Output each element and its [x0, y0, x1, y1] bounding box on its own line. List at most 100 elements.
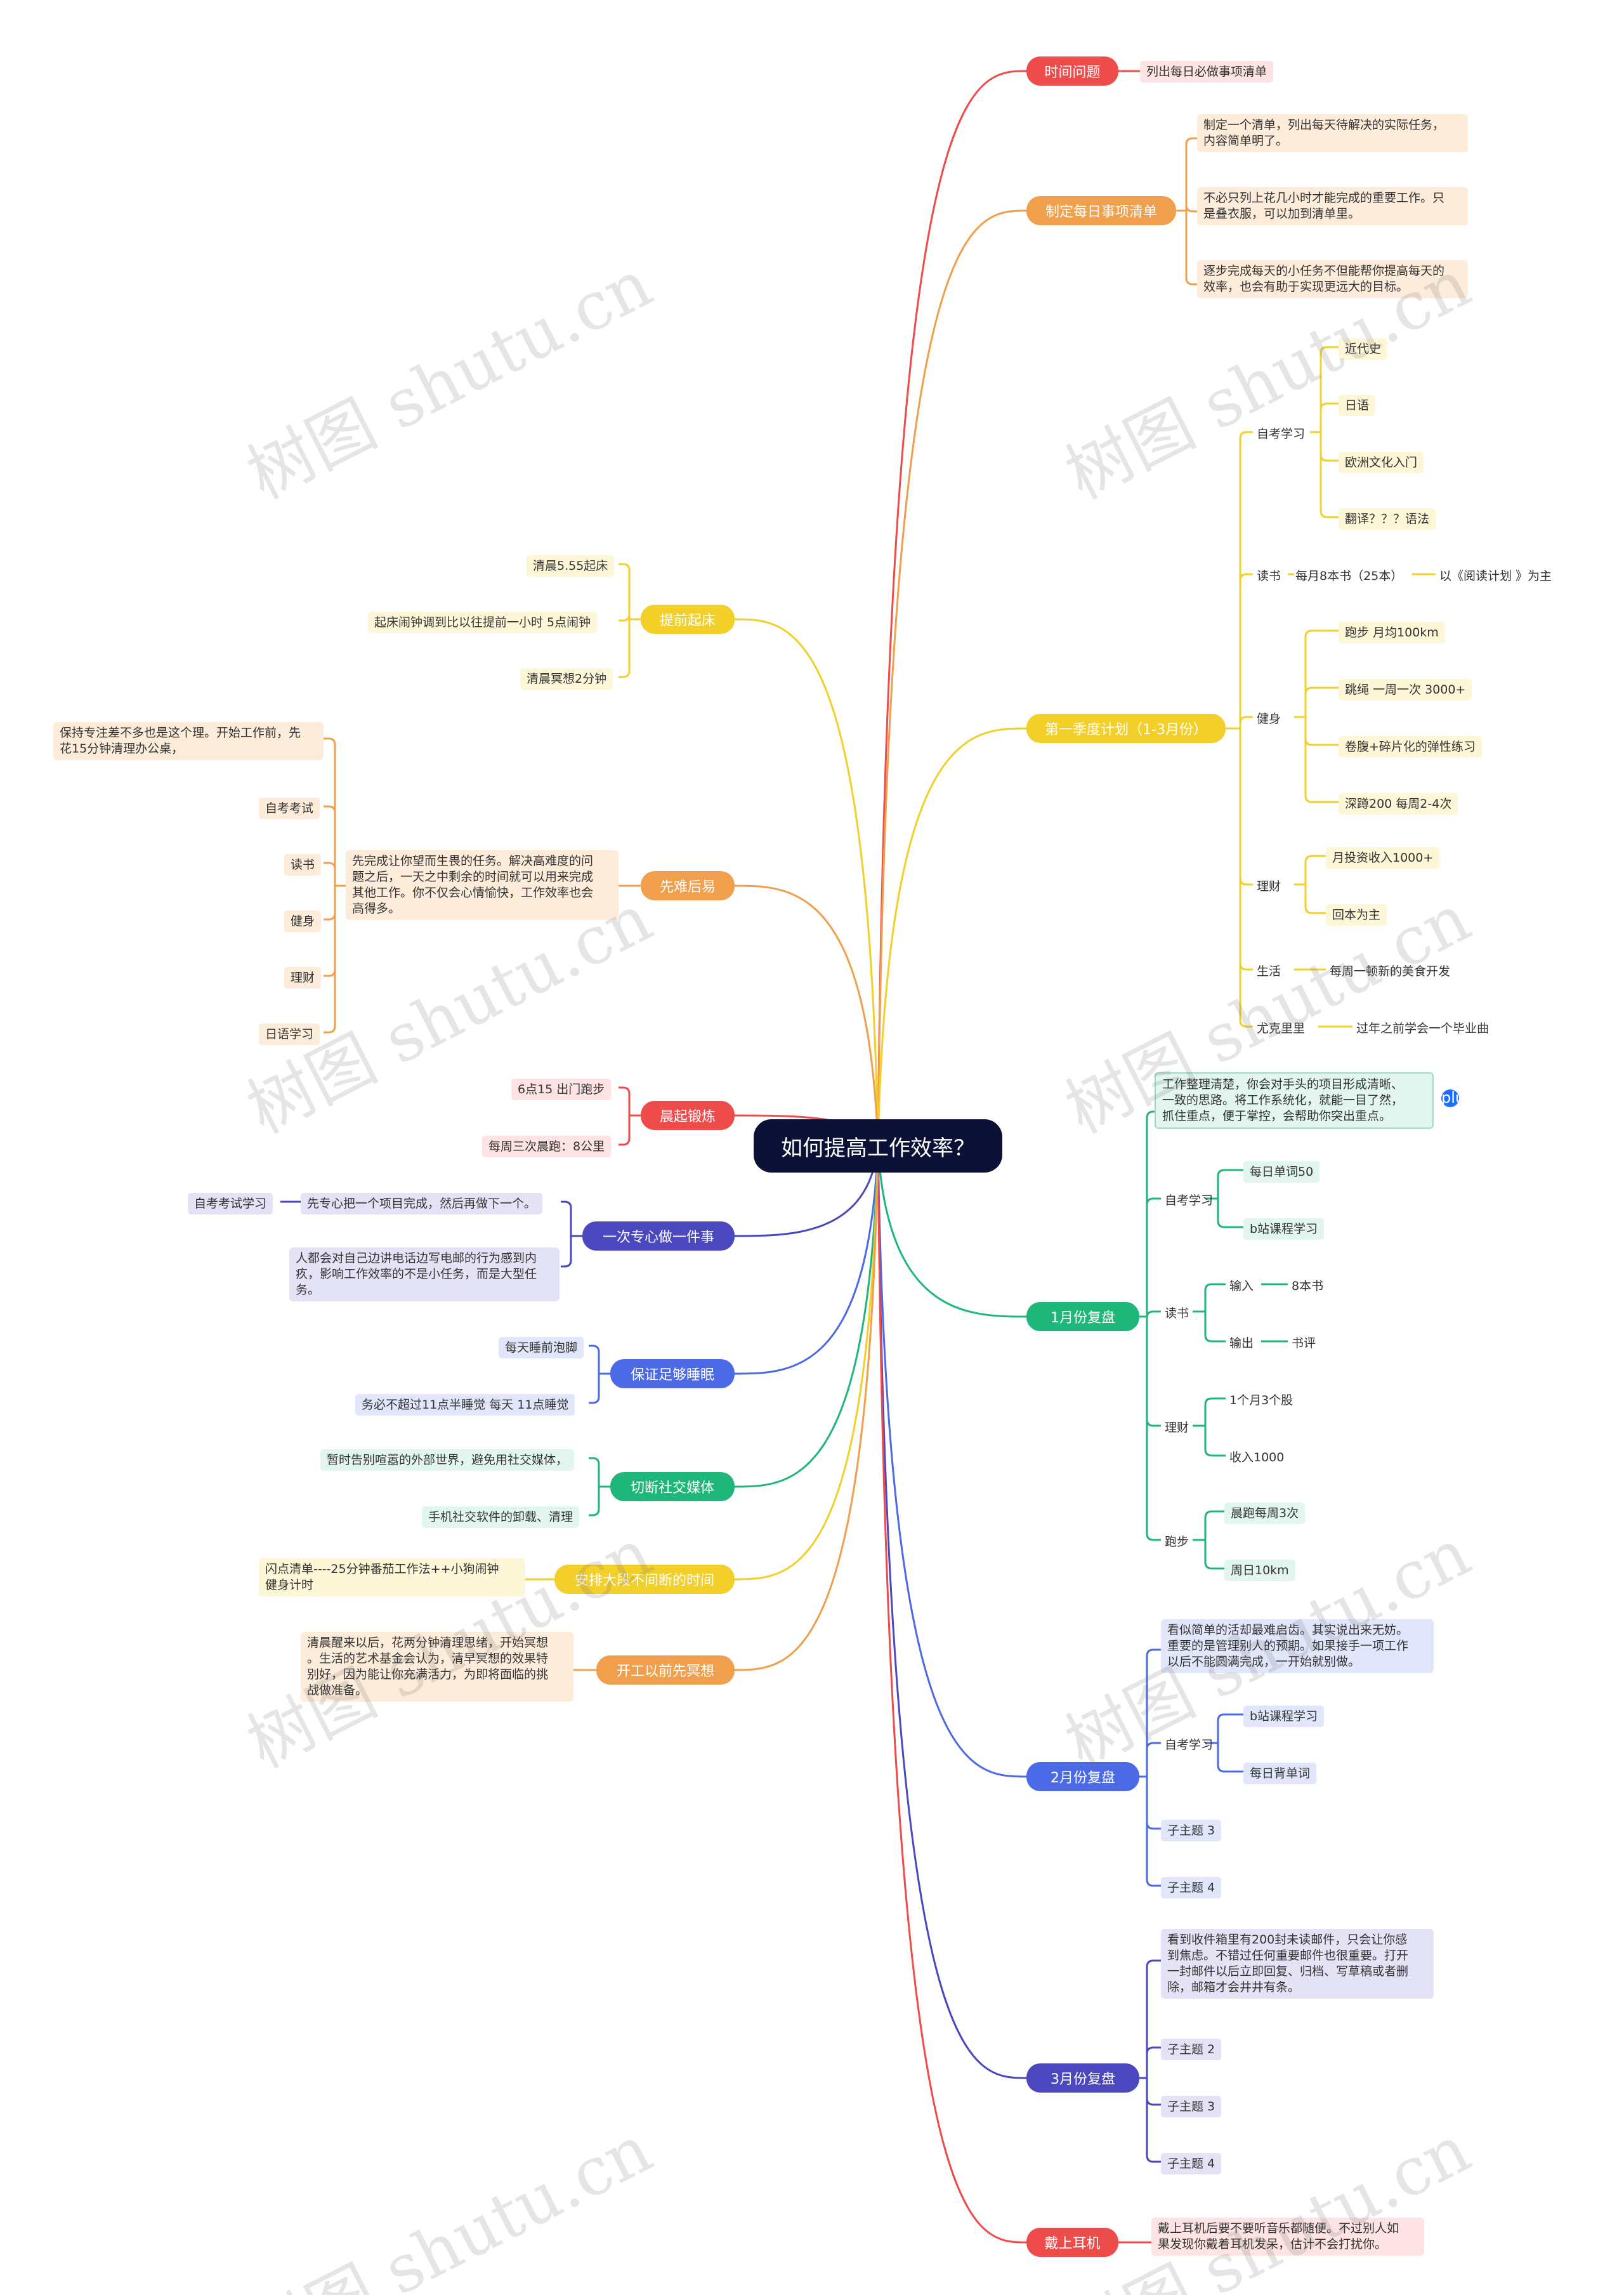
- branch-morning-exercise[interactable]: 晨起锻炼: [641, 1101, 735, 1130]
- branch-daily-list[interactable]: 制定每日事项清单: [1026, 196, 1176, 225]
- link-hard-first-items: [324, 1025, 336, 1034]
- expand-plus-icon[interactable]: plus-icon: [1441, 1089, 1479, 1124]
- feb-study-item-2[interactable]: 每日背单词: [1243, 1763, 1317, 1784]
- jan-running[interactable]: 跑步: [1165, 1535, 1189, 1549]
- link-mar-children: [1146, 2098, 1161, 2106]
- early-item-3[interactable]: 清晨冥想2分钟: [520, 668, 613, 690]
- q1-study-item-2[interactable]: 日语: [1339, 395, 1376, 416]
- hard-first-item-5[interactable]: 日语学习: [259, 1023, 320, 1045]
- jan-self-study[interactable]: 自考学习: [1165, 1194, 1214, 1207]
- social-item-2[interactable]: 手机社交软件的卸载、清理: [422, 1506, 580, 1528]
- q1-finance-item-1[interactable]: 月投资收入1000+: [1326, 847, 1440, 869]
- q1-reading[interactable]: 读书: [1257, 569, 1281, 583]
- jan-reading-output-value[interactable]: 书评: [1292, 1336, 1316, 1350]
- branch-hard-first[interactable]: 先难后易: [641, 871, 735, 900]
- hard-first-item-2[interactable]: 读书: [284, 854, 322, 876]
- link-jan-running: [1204, 1510, 1224, 1518]
- link-feb-children: [1146, 1879, 1161, 1887]
- daily-list-note-1[interactable]: 制定一个清单，列出每天待解决的实际任务， 内容简单明了。: [1197, 114, 1468, 152]
- branch-time-problem[interactable]: 时间问题: [1026, 56, 1118, 86]
- q1-finance[interactable]: 理财: [1257, 879, 1281, 893]
- hard-first-note[interactable]: 先完成让你望而生畏的任务。解决高难度的问 题之后，一天之中剩余的时间就可以用来完…: [346, 850, 619, 920]
- hard-first-item-4[interactable]: 理财: [284, 967, 322, 989]
- jan-running-item-1[interactable]: 晨跑每周3次: [1224, 1503, 1306, 1524]
- jan-note[interactable]: 工作整理清楚，你会对手头的项目形成清晰、 一致的思路。将工作系统化，就能一目了然…: [1155, 1072, 1434, 1129]
- branch-time-block[interactable]: 安排大段不间断的时间: [554, 1565, 735, 1594]
- branch-mar-review[interactable]: 3月份复盘: [1026, 2063, 1139, 2093]
- jan-finance-item-1[interactable]: 1个月3个股: [1229, 1393, 1293, 1407]
- link-daily-list: [877, 209, 1027, 1147]
- jan-study-item-1[interactable]: 每日单词50: [1243, 1161, 1320, 1183]
- q1-fitness-item-2[interactable]: 跳绳 一周一次 3000+: [1339, 679, 1472, 700]
- q1-ukulele[interactable]: 尤克里里: [1257, 1022, 1306, 1036]
- mar-subtopic-4[interactable]: 子主题 4: [1161, 2153, 1222, 2174]
- feb-study-item-1[interactable]: b站课程学习: [1243, 1706, 1325, 1727]
- q1-fitness-item-1[interactable]: 跑步 月均100km: [1339, 622, 1445, 643]
- branch-sleep[interactable]: 保证足够睡眠: [610, 1359, 735, 1388]
- q1-study-item-3[interactable]: 欧洲文化入门: [1339, 452, 1424, 473]
- jan-reading-input-value[interactable]: 8本书: [1292, 1279, 1324, 1293]
- sleep-item-1[interactable]: 每天睡前泡脚: [499, 1337, 584, 1358]
- q1-ukulele-item[interactable]: 过年之前学会一个毕业曲: [1356, 1022, 1490, 1036]
- jan-reading-output[interactable]: 输出: [1229, 1336, 1254, 1350]
- q1-finance-item-2[interactable]: 回本为主: [1326, 904, 1387, 926]
- jan-finance-item-2[interactable]: 收入1000: [1229, 1450, 1285, 1464]
- social-item-1[interactable]: 暂时告别喧嚣的外部世界，避免用社交媒体，: [320, 1449, 575, 1471]
- jan-study-item-2[interactable]: b站课程学习: [1243, 1218, 1325, 1240]
- meditate-note[interactable]: 清晨醒来以后，花两分钟清理思绪，开始冥想 。生活的艺术基金会认为，清早冥想的效果…: [301, 1632, 573, 1702]
- daily-list-note-3[interactable]: 逐步完成每天的小任务不但能帮你提高每天的 效率，也会有助于实现更远大的目标。: [1197, 260, 1468, 298]
- q1-life-item[interactable]: 每周一顿新的美食开发: [1330, 964, 1451, 978]
- q1-reading-focus[interactable]: 以《阅读计划 》为主: [1439, 569, 1552, 583]
- link-daily-list-items: [1185, 277, 1197, 286]
- branch-feb-review[interactable]: 2月份复盘: [1026, 1762, 1139, 1791]
- q1-fitness-item-3[interactable]: 卷腹+碎片化的弹性练习: [1339, 736, 1482, 758]
- one-thing-sub[interactable]: 自考考试学习: [188, 1193, 273, 1214]
- link-q1-study: [1320, 402, 1339, 411]
- branch-early-rise[interactable]: 提前起床: [641, 605, 735, 634]
- branch-jan-review[interactable]: 1月份复盘: [1026, 1302, 1139, 1331]
- q1-study-item-4[interactable]: 翻译？？？语法: [1339, 508, 1436, 530]
- one-thing-note[interactable]: 人都会对自己边讲电话边写电邮的行为感到内 疚，影响工作效率的不是小任务，而是大型…: [289, 1247, 560, 1301]
- feb-subtopic-4[interactable]: 子主题 4: [1161, 1877, 1222, 1898]
- hard-first-item-3[interactable]: 健身: [284, 911, 322, 932]
- daily-list-note-2[interactable]: 不必只列上花几小时才能完成的重要工作。只 是叠衣服，可以加到清单里。: [1197, 187, 1468, 225]
- mar-note[interactable]: 看到收件箱里有200封未读邮件，只会让你感 到焦虑。不错过任何重要邮件也很重要。…: [1161, 1929, 1434, 1999]
- link-time-problem: [877, 70, 1027, 1147]
- sleep-item-2[interactable]: 务必不超过11点半睡觉 每天 11点睡觉: [355, 1394, 575, 1416]
- jan-reading[interactable]: 读书: [1165, 1306, 1189, 1320]
- branch-social-media[interactable]: 切断社交媒体: [610, 1472, 735, 1501]
- morning-item-1[interactable]: 6点15 出门跑步: [511, 1079, 612, 1100]
- early-item-2[interactable]: 起床闹钟调到比以往提前一小时 5点闹钟: [368, 612, 598, 633]
- earphones-note[interactable]: 戴上耳机后要不要听音乐都随便。不过别人如 果发现你戴着耳机发呆，估计不会打扰你。: [1151, 2218, 1424, 2256]
- time-block-note[interactable]: 闪点清单----25分钟番茄工作法++小狗闹钟 健身计时: [259, 1558, 525, 1596]
- branch-one-thing[interactable]: 一次专心做一件事: [582, 1221, 735, 1251]
- hard-first-item-1[interactable]: 自考考试: [259, 798, 320, 819]
- mar-subtopic-2[interactable]: 子主题 2: [1161, 2039, 1222, 2060]
- root-topic[interactable]: 如何提高工作效率？: [754, 1119, 1002, 1173]
- q1-study-item-1[interactable]: 近代史: [1339, 338, 1388, 360]
- time-problem-item[interactable]: 列出每日必做事项清单: [1140, 61, 1274, 82]
- q1-reading-count[interactable]: 每月8本书（25本）: [1295, 569, 1403, 583]
- jan-reading-input[interactable]: 输入: [1229, 1279, 1254, 1293]
- feb-self-study[interactable]: 自考学习: [1165, 1738, 1214, 1752]
- one-thing-item[interactable]: 先专心把一个项目完成，然后再做下一个。: [301, 1193, 543, 1214]
- feb-note[interactable]: 看似简单的活却最难启齿。其实说出来无妨。 重要的是管理别人的预期。如果接手一项工…: [1161, 1619, 1434, 1673]
- feb-subtopic-3[interactable]: 子主题 3: [1161, 1820, 1222, 1841]
- q1-fitness[interactable]: 健身: [1257, 712, 1281, 726]
- link-q1-fitness: [1304, 795, 1339, 803]
- hard-first-top-note[interactable]: 保持专注差不多也是这个理。开始工作前，先 花15分钟清理办公桌，: [53, 722, 324, 760]
- morning-item-2[interactable]: 每周三次晨跑：8公里: [482, 1136, 612, 1157]
- branch-earphones[interactable]: 戴上耳机: [1026, 2228, 1118, 2257]
- q1-fitness-item-4[interactable]: 深蹲200 每周2-4次: [1339, 793, 1458, 815]
- link-early-items: [619, 670, 631, 678]
- jan-finance[interactable]: 理财: [1165, 1421, 1189, 1435]
- q1-life[interactable]: 生活: [1257, 964, 1281, 978]
- jan-running-item-2[interactable]: 周日10km: [1224, 1560, 1295, 1581]
- early-item-1[interactable]: 清晨5.55起床: [527, 555, 615, 577]
- branch-q1-plan[interactable]: 第一季度计划（1-3月份）: [1026, 714, 1226, 743]
- mar-subtopic-3[interactable]: 子主题 3: [1161, 2096, 1222, 2117]
- q1-self-study[interactable]: 自考学习: [1257, 427, 1306, 441]
- branch-meditate[interactable]: 开工以前先冥想: [596, 1655, 735, 1685]
- link-feb-children: [1146, 1742, 1161, 1750]
